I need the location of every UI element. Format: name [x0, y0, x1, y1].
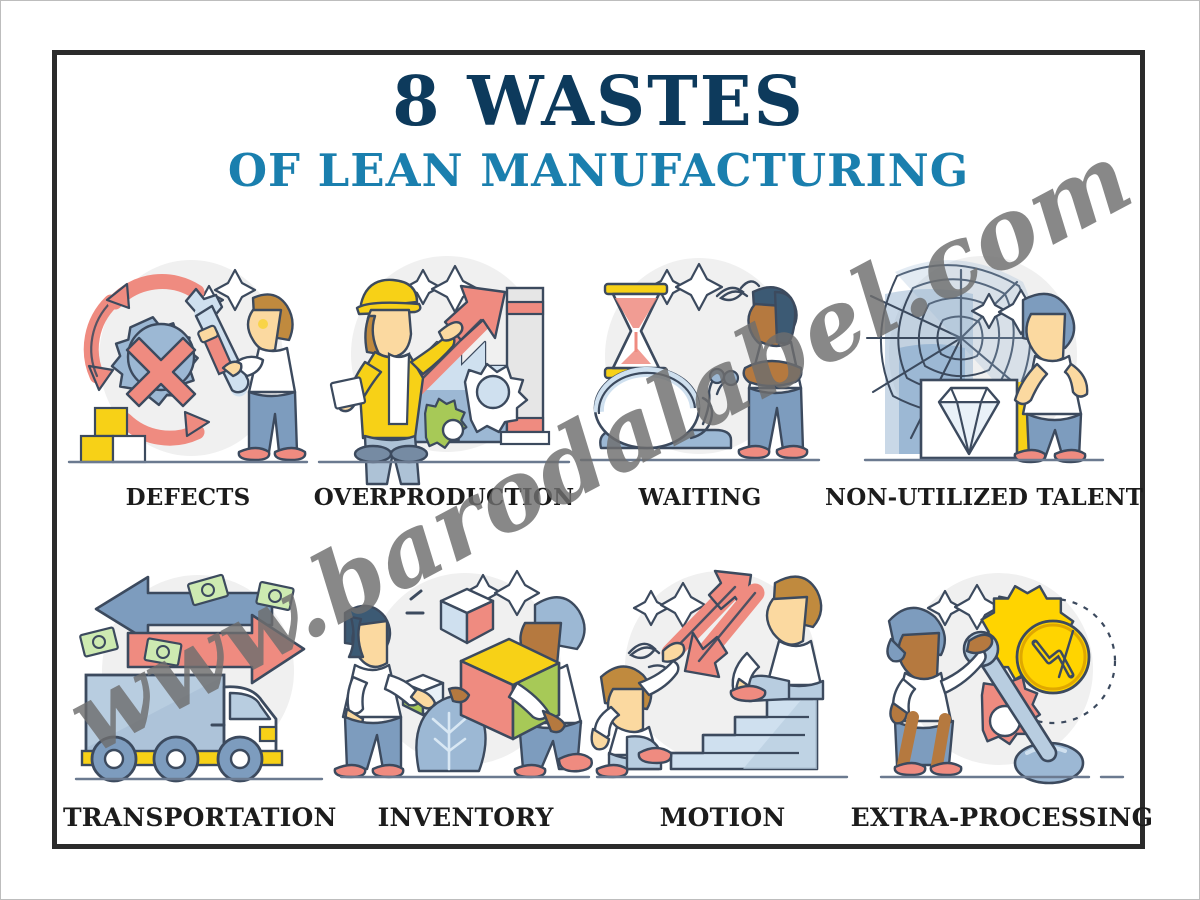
waste-card-defects: DEFECTS	[63, 231, 313, 511]
factory-rising-arrow-icon	[317, 256, 571, 486]
illustration-non-utilized-talent	[825, 242, 1143, 474]
gear-with-x-and-wrench-icon	[67, 260, 309, 464]
waste-card-motion: MOTION	[590, 527, 851, 832]
illustration-defects	[63, 242, 313, 474]
waste-label-overproduction: OVERPRODUCTION	[313, 484, 575, 511]
stairs-arrows-people-icon	[590, 569, 848, 779]
illustration-motion	[590, 557, 851, 789]
wastes-row-top: DEFECTS	[63, 231, 1143, 511]
waste-label-transportation: TRANSPORTATION	[63, 803, 337, 832]
waste-card-non-utilized-talent: NON-UTILIZED TALENT	[825, 231, 1143, 511]
illustration-inventory	[333, 557, 595, 789]
waste-label-inventory: INVENTORY	[377, 803, 554, 832]
illustration-extra-processing	[851, 557, 1154, 789]
waste-card-inventory: INVENTORY	[333, 527, 595, 832]
waste-card-transportation: TRANSPORTATION	[63, 527, 337, 832]
waste-card-waiting: WAITING	[575, 231, 825, 511]
waste-label-motion: MOTION	[659, 803, 786, 832]
poster-inner-frame: 8 WASTES OF LEAN MANUFACTURING	[52, 50, 1153, 849]
wastes-row-bottom: TRANSPORTATION	[63, 527, 1153, 832]
waste-label-non-utilized-talent: NON-UTILIZED TALENT	[825, 484, 1144, 511]
waste-card-extra-processing: EXTRA-PROCESSING	[851, 527, 1154, 832]
waste-label-waiting: WAITING	[638, 484, 762, 511]
waste-label-extra-processing: EXTRA-PROCESSING	[850, 803, 1154, 832]
waste-card-overproduction: OVERPRODUCTION	[313, 231, 575, 511]
page-subtitle: OF LEAN MANUFACTURING	[227, 143, 970, 197]
gears-lever-icon	[879, 573, 1125, 785]
illustration-overproduction	[313, 242, 575, 486]
hourglass-snail-icon	[579, 258, 821, 462]
stacked-boxes-people-icon	[333, 569, 593, 779]
illustration-transportation	[63, 557, 337, 789]
page-title: 8 WASTES	[392, 62, 805, 142]
title-block: 8 WASTES OF LEAN MANUFACTURING	[57, 67, 1140, 195]
cobweb-diamond-icon	[863, 256, 1105, 464]
illustration-waiting	[575, 242, 825, 474]
truck-money-arrows-icon	[74, 573, 323, 783]
waste-label-defects: DEFECTS	[125, 484, 251, 511]
